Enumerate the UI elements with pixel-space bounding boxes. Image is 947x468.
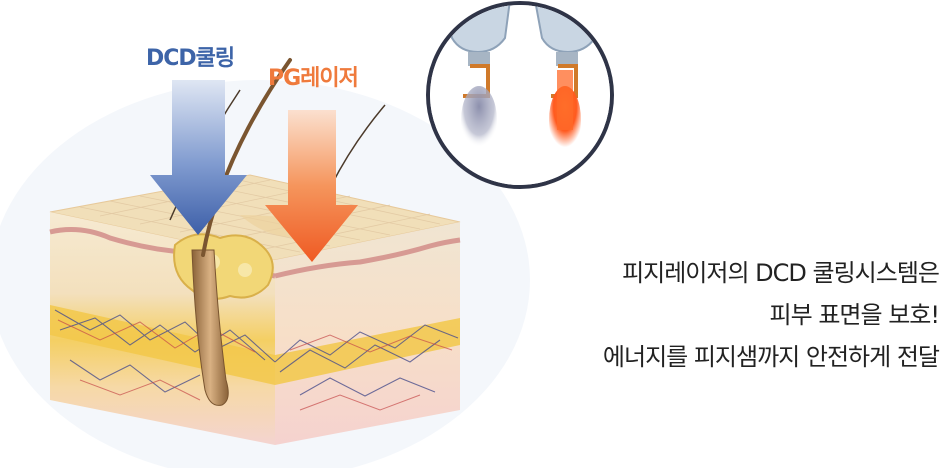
skin-block (49, 58, 461, 445)
cooling-mist (461, 86, 497, 154)
description-line-3: 에너지를 피지샘까지 안전하게 전달 (602, 343, 940, 371)
description-line-2: 피부 표면을 보호! (769, 301, 940, 329)
pg-laser-label: PG레이저 (268, 66, 359, 91)
description-text: 피지레이저의 DCD 쿨링시스템은 피부 표면을 보호! 에너지를 피지샘까지 … (602, 252, 940, 378)
dcd-arrow (150, 80, 247, 235)
device-inset-circle (426, 1, 614, 189)
skin-side-face (275, 222, 460, 445)
pg-laser-arrow (265, 110, 358, 262)
hair-shaft (201, 58, 292, 257)
hair-follicle (191, 249, 229, 406)
description-line-1: 피지레이저의 DCD 쿨링시스템은 (622, 259, 940, 287)
dcd-cooling-label: DCD쿨링 (146, 46, 235, 71)
